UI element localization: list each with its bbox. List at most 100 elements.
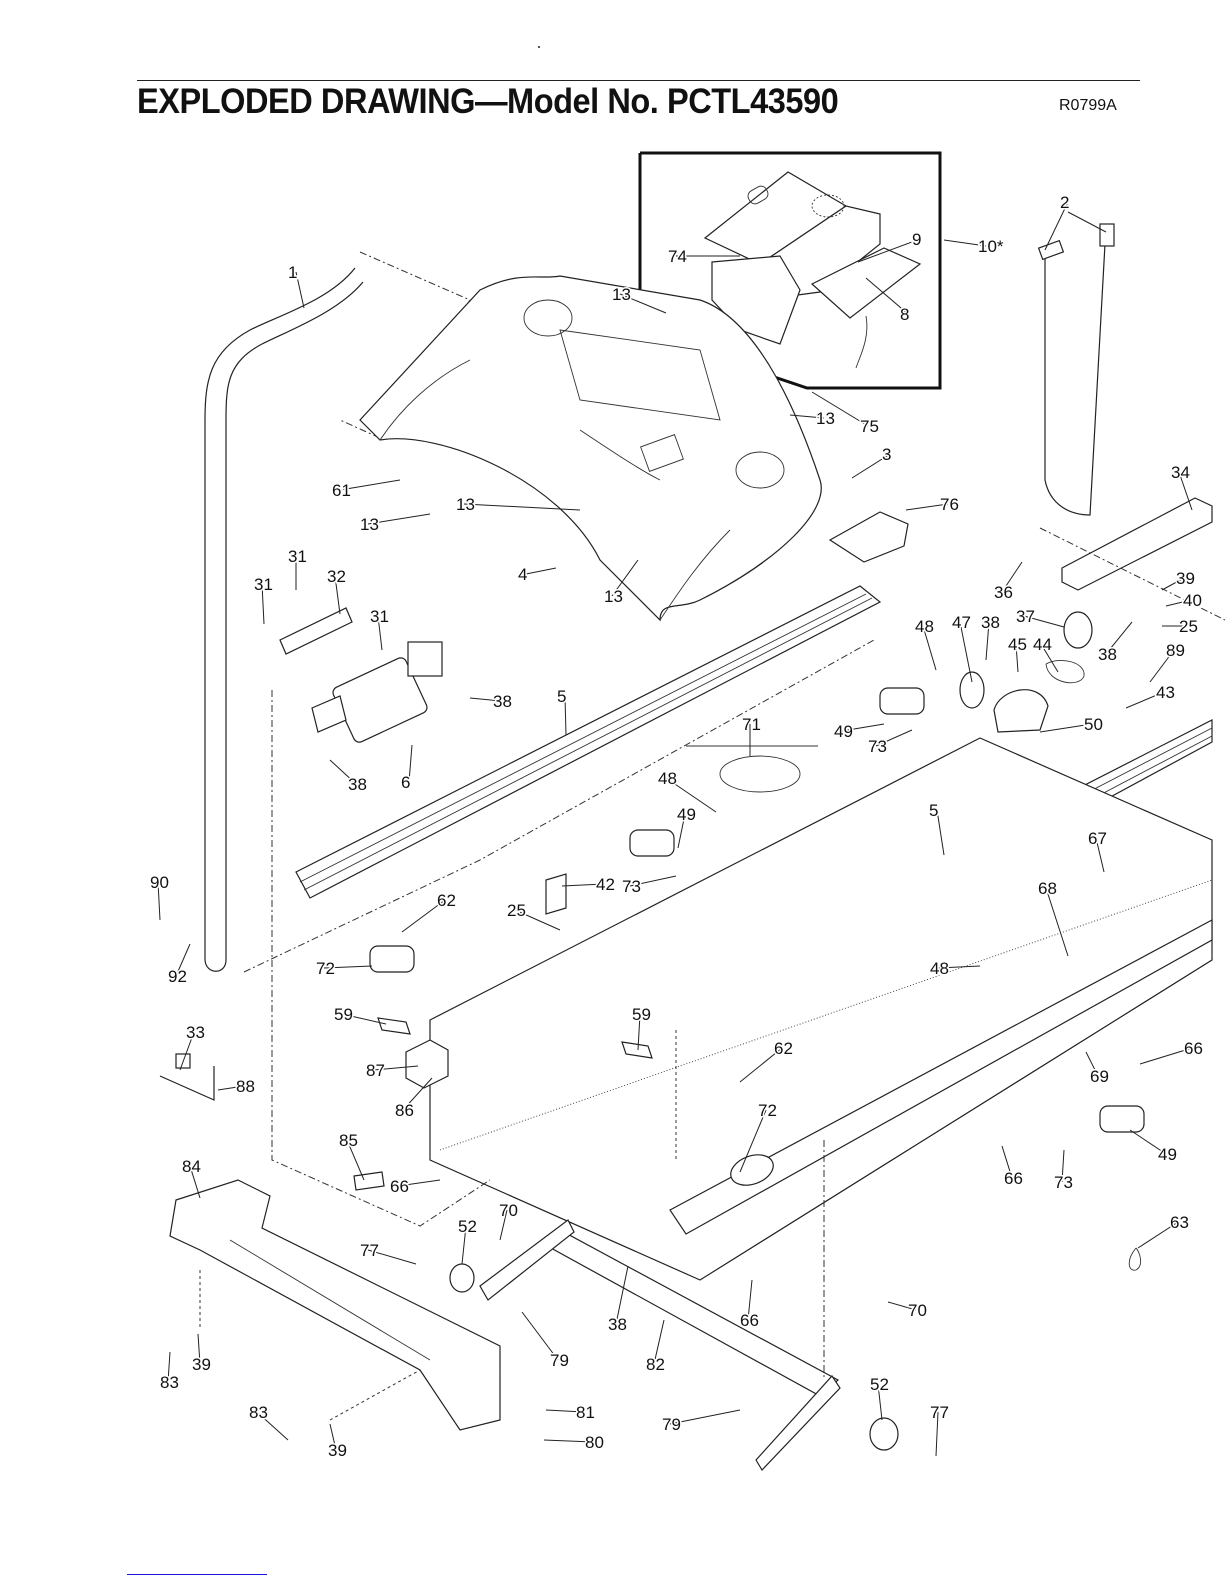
wheel-52b [869,1417,899,1451]
callout-label-38: 38 [493,692,512,711]
callout-label-32: 32 [327,567,346,586]
frame-side-rail [669,918,1213,1235]
callout-label-38: 38 [348,775,367,794]
callout-label-13: 13 [816,409,835,428]
callout-leader-43 [1125,691,1165,709]
callout-label-67: 67 [1088,829,1107,848]
bracket-42 [545,873,567,915]
callout-leader-69 [1085,1051,1099,1077]
callout-leader-79 [669,1409,741,1425]
callout-leader-4 [525,567,557,575]
callout-label-48: 48 [658,769,677,788]
callout-label-80: 80 [585,1433,604,1452]
callout-leader-39 [197,1333,201,1365]
belt-edge [439,879,1213,1151]
callout-label-4: 4 [518,565,527,584]
callout-label-73: 73 [868,737,887,756]
callout-label-63: 63 [1170,1213,1189,1232]
callout-label-50: 50 [1084,715,1103,734]
callout-leader-66 [1139,1047,1193,1065]
callout-label-66: 66 [390,1177,409,1196]
callout-leader-44 [1040,643,1059,673]
callout-label-62: 62 [437,891,456,910]
callout-leader-33 [179,1031,195,1071]
hood-grip-left [379,359,471,441]
callout-label-48: 48 [915,617,934,636]
callout-leader-8 [865,277,909,315]
callout-label-39: 39 [328,1441,347,1460]
callout-leader-50 [1039,723,1093,733]
callout-label-38: 38 [981,613,1000,632]
callout-label-5: 5 [929,801,938,820]
callout-leader-83 [167,1351,171,1383]
motor-bracket-32 [279,607,353,655]
callout-leader-52 [877,1383,883,1421]
callout-label-43: 43 [1156,683,1175,702]
callout-leader-10 [943,239,987,247]
motor-mount [311,695,347,733]
callout-label-92: 92 [168,967,187,986]
callout-leader-73 [629,875,677,887]
callout-label-31: 31 [288,547,307,566]
callout-label-10: 10* [978,237,1004,256]
callout-leader-38 [985,621,990,661]
callout-label-72: 72 [316,959,335,978]
callout-label-81: 81 [576,1403,595,1422]
footer-link-underline[interactable] [127,1574,267,1575]
callout-leader-72 [323,965,373,969]
callout-label-45: 45 [1008,635,1027,654]
callout-label-77: 77 [930,1403,949,1422]
guide-frame-right [1039,527,1225,621]
callout-label-48: 48 [930,959,949,978]
callout-label-66: 66 [1004,1169,1023,1188]
callout-label-84: 84 [182,1157,201,1176]
callout-leader-87 [373,1065,419,1071]
callout-leader-66 [397,1179,441,1187]
frame-rail [1061,497,1213,591]
base-frame-84 [169,1179,501,1431]
cupholder-right [735,451,785,489]
callout-label-83: 83 [160,1373,179,1392]
callout-leader-47 [959,621,973,683]
leveler-49a [879,687,925,715]
hood-grip-right [659,529,731,621]
callout-leader-48 [922,625,937,671]
callout-label-73: 73 [1054,1173,1073,1192]
callout-leader-37 [1023,615,1065,628]
callout-leader-48 [665,777,717,813]
callout-leader-40 [1165,599,1192,607]
callout-leader-83 [256,1411,289,1441]
callout-leader-38 [1105,621,1133,655]
upright-tube-end [204,959,227,972]
hood-recess [559,329,721,421]
callout-leader-38 [469,697,502,702]
callout-leader-extra [1067,211,1107,233]
callout-label-70: 70 [499,1201,518,1220]
callout-label-76: 76 [940,495,959,514]
callout-leader-31 [377,615,383,651]
callout-leader-77 [367,1249,417,1265]
callout-leader-2 [1044,201,1069,251]
safety-strap [1044,225,1107,516]
callout-label-79: 79 [550,1351,569,1370]
callout-leader-5 [564,695,567,736]
incline-bracket-left [479,1219,575,1301]
callout-label-47: 47 [952,613,971,632]
callout-leader-82 [653,1319,665,1365]
frame-crossbar-87 [405,1039,449,1089]
scan-speck [538,46,540,48]
wire-harness-71 [719,755,801,793]
callout-label-82: 82 [646,1355,665,1374]
callout-label-31: 31 [370,607,389,626]
leveler-49b [629,829,675,857]
callout-leader-49 [1129,1129,1167,1155]
callout-label-36: 36 [994,583,1013,602]
callout-label-70: 70 [908,1301,927,1320]
callout-leader-88 [217,1085,245,1091]
callout-leader-5 [936,809,945,856]
callout-leader-9 [857,238,921,263]
callout-leader-32 [334,575,341,615]
callout-leader-70 [887,1301,917,1311]
callout-label-49: 49 [1158,1145,1177,1164]
